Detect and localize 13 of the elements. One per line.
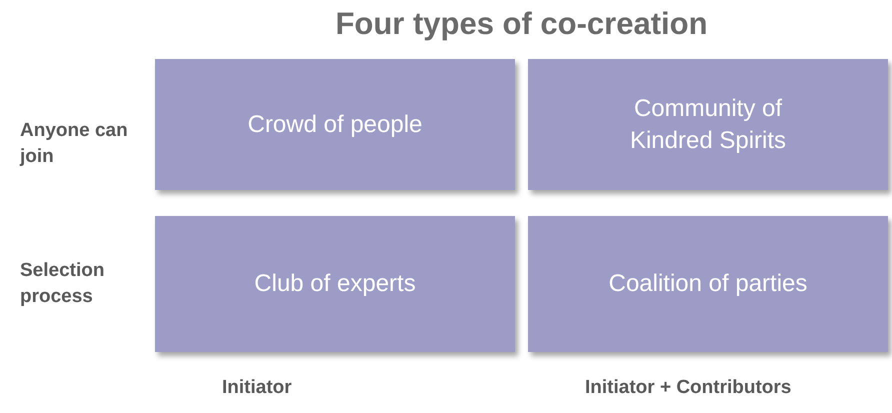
column-label: Initiator xyxy=(222,376,292,400)
column-label: Initiator + Contributors xyxy=(585,376,792,400)
matrix-box xyxy=(155,59,515,190)
diagram-title: Four types of co-creation xyxy=(334,6,709,42)
row-label: Anyone can join xyxy=(20,119,129,169)
box-text: Coalition of parties xyxy=(608,269,808,300)
matrix-box xyxy=(528,59,888,190)
row-label: Selection process xyxy=(20,259,106,309)
matrix-box xyxy=(528,216,888,352)
box-text: Crowd of people xyxy=(248,110,422,140)
box-text: Club of experts xyxy=(254,269,416,300)
matrix-box xyxy=(155,216,515,352)
box-text: Community of Kindred Spirits xyxy=(628,94,788,156)
